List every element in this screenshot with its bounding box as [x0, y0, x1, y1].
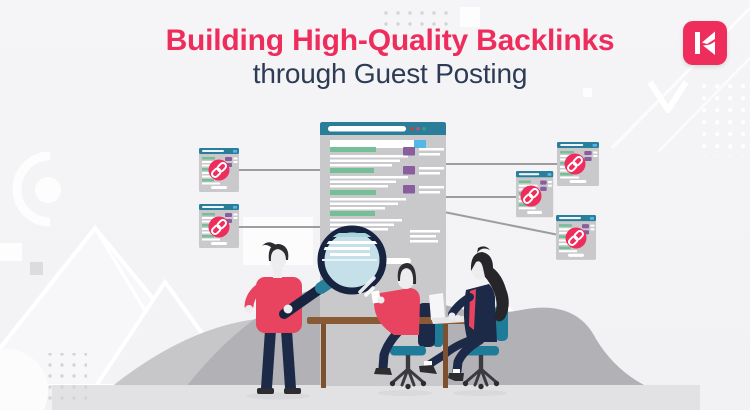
diagonal-line	[657, 57, 750, 153]
shadows	[246, 390, 507, 400]
backlink-connector-line	[443, 211, 570, 238]
square-left	[0, 243, 22, 261]
link-icon	[564, 226, 588, 250]
dot-grid-bottom-left	[40, 353, 87, 401]
km-monogram-icon	[695, 31, 715, 55]
window-dot-red	[410, 126, 414, 131]
hand-on-handle	[283, 304, 293, 314]
hair	[397, 263, 417, 284]
backlink-site-card	[516, 171, 554, 218]
circle-decor	[35, 177, 61, 203]
dot-grid-right	[693, 83, 745, 157]
link-icon	[519, 184, 543, 208]
sidebar-ads	[403, 147, 444, 243]
page-title: Building High-Quality Backlinks through …	[30, 24, 750, 90]
backlink-site-card	[199, 148, 239, 192]
link-icon	[207, 158, 231, 182]
magnified-content	[322, 233, 378, 261]
address-bar	[328, 126, 406, 132]
brand-logo	[683, 21, 727, 65]
sitting-woman	[448, 246, 509, 391]
square-top-right	[583, 88, 592, 97]
magnifying-glass-icon	[279, 225, 387, 319]
search-button	[414, 140, 426, 148]
half-ring-decor	[12, 151, 50, 227]
link-icon	[563, 152, 587, 176]
chevron-decor	[647, 80, 689, 113]
backlink-site-card	[199, 204, 239, 248]
window-dot-green	[422, 126, 426, 131]
hair	[470, 252, 509, 322]
title-line-2: through Guest Posting	[252, 58, 528, 89]
square-top-center	[460, 7, 480, 27]
circle-bottom-left	[0, 349, 48, 410]
window-dot-pink	[416, 126, 420, 131]
hair	[268, 244, 289, 261]
backlink-site-card	[556, 215, 596, 260]
diagonal-line	[610, 6, 750, 150]
dot-grid-top	[378, 4, 454, 30]
search-bar	[330, 140, 414, 148]
link-icon	[207, 215, 231, 239]
ground-strip	[52, 385, 700, 410]
backlink-site-card	[557, 142, 599, 186]
title-line-1: Building High-Quality Backlinks	[165, 24, 615, 57]
backlink-connector-lines	[229, 163, 570, 238]
square-left-gray	[30, 262, 43, 275]
sitting-man	[371, 263, 420, 375]
